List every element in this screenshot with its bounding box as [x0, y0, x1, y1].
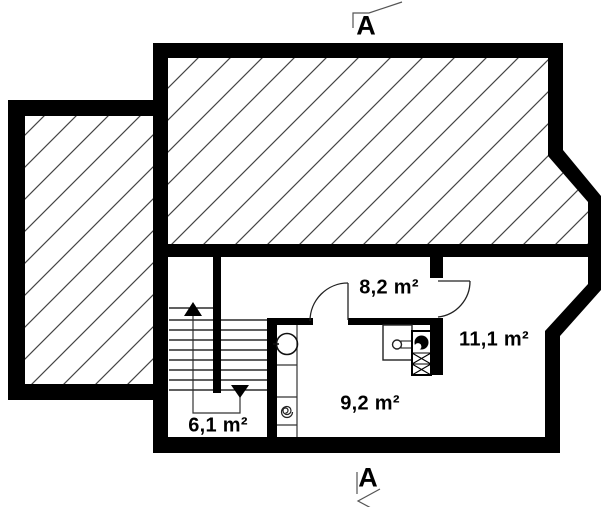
stair-divider-wall: [213, 257, 221, 393]
sink-counter-column: [273, 325, 299, 437]
section-arrow-bottom-icon: [356, 472, 381, 507]
top-hatched-area: [168, 58, 588, 244]
vent-duct-x-cells: [411, 352, 432, 376]
main-outer-walls: [153, 43, 601, 453]
staircase: [169, 302, 267, 414]
doors: [309, 280, 471, 322]
left-annex-left-wall: [8, 100, 25, 400]
stair-walkline: [192, 312, 241, 414]
hall-wall-right-segment: [348, 318, 430, 325]
stair-treads: [169, 307, 267, 391]
stair-down-arrow-icon: [231, 385, 249, 398]
left-annex-hatch: [25, 116, 153, 384]
section-label-bottom: A: [358, 462, 378, 493]
section-cut-marks: [352, 1, 403, 507]
room-label-bottom: 9,2 m²: [340, 392, 400, 415]
counter-divider-lines: [277, 364, 297, 426]
washbasin-unit: [382, 324, 421, 361]
room-label-right: 11,1 m²: [459, 328, 529, 351]
rightroom-wall-lower-stub: [430, 318, 443, 375]
stair-bottomroom-wall: [267, 319, 277, 437]
room-label-stair: 6,1 m²: [188, 414, 248, 437]
door-hall-icon: [309, 282, 349, 322]
round-sink-icon: [275, 332, 299, 356]
hall-wall-left-segment: [267, 318, 313, 325]
left-annex-bottom-wall: [8, 384, 156, 400]
main-cross-wall: [168, 244, 588, 257]
tap-icon: [391, 339, 403, 350]
door-right-room-icon: [437, 280, 471, 318]
left-annex-room: [8, 100, 156, 400]
rightroom-wall-upper-stub: [430, 257, 443, 278]
interior-walls: [168, 244, 588, 437]
stair-up-arrow-icon: [184, 302, 202, 316]
floor-drain-icon: [280, 405, 294, 419]
flue-fan-highlight: [414, 343, 422, 350]
room-label-hall: 8,2 m²: [359, 276, 419, 299]
section-arrow-top-icon: [352, 1, 403, 28]
left-annex-top-wall: [8, 100, 156, 116]
section-label-top: A: [356, 10, 376, 41]
chimney-flue-stack: [411, 330, 432, 376]
